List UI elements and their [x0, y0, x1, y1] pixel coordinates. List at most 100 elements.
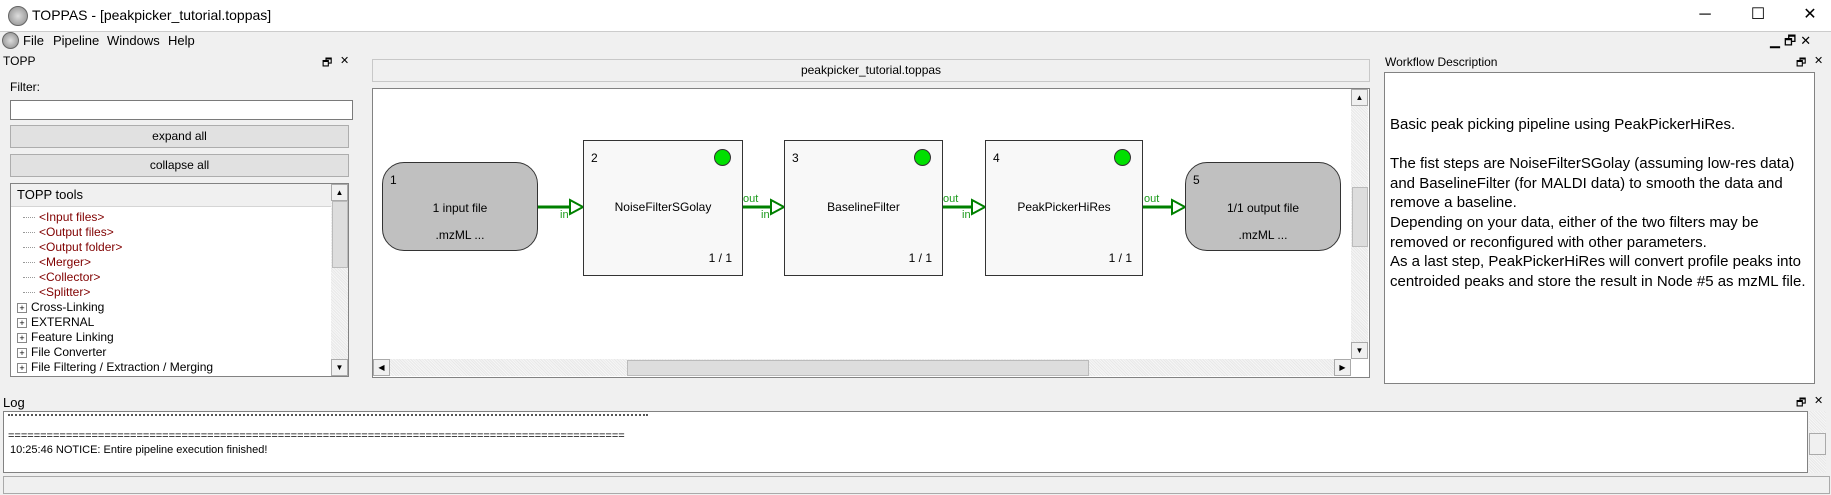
- menu-pipeline[interactable]: Pipeline: [53, 33, 100, 48]
- tree-item[interactable]: <Splitter>: [11, 285, 90, 300]
- node-id: 4: [993, 151, 1000, 165]
- tree-item[interactable]: + File Filtering / Extraction / Merging: [11, 360, 213, 375]
- tool-node-baselinefilter[interactable]: 3 BaselineFilter 1 / 1: [784, 140, 943, 276]
- mdi-controls[interactable]: ▁🗗✕: [1770, 33, 1816, 48]
- close-button[interactable]: ✕: [1803, 6, 1817, 23]
- tool-node-peakpickerhires[interactable]: 4 PeakPickerHiRes 1 / 1: [985, 140, 1143, 276]
- node-file-type: .mzML ...: [1238, 228, 1288, 242]
- log-dock-title: Log: [3, 395, 25, 410]
- status-bar: [3, 476, 1830, 494]
- tab-peakpicker-tutorial[interactable]: peakpicker_tutorial.toppas: [372, 59, 1370, 82]
- scroll-left-icon[interactable]: ◀: [373, 359, 390, 376]
- node-id: 2: [591, 151, 598, 165]
- node-name: NoiseFilterSGolay: [614, 199, 712, 214]
- tree-item-label: File Filtering / Extraction / Merging: [31, 360, 214, 374]
- topp-dock-title: TOPP: [3, 54, 36, 68]
- expand-icon[interactable]: +: [17, 302, 27, 313]
- tree-item[interactable]: <Input files>: [11, 210, 104, 225]
- expand-icon[interactable]: +: [17, 317, 27, 328]
- tree-item-label: <Collector>: [39, 270, 101, 284]
- tree-line: [23, 262, 35, 264]
- scroll-right-icon[interactable]: ▶: [1334, 359, 1351, 376]
- scroll-thumb[interactable]: [1809, 433, 1826, 455]
- pipeline-canvas[interactable]: in out in out in out 1 1 input file .mzM…: [372, 88, 1370, 378]
- input-node[interactable]: 1 1 input file .mzML ...: [382, 162, 538, 251]
- menu-help[interactable]: Help: [168, 33, 195, 48]
- collapse-all-button[interactable]: collapse all: [10, 154, 349, 177]
- canvas-hscrollbar[interactable]: ◀ ▶: [373, 359, 1351, 376]
- log-output[interactable]: ========================================…: [3, 411, 1808, 473]
- log-scrollbar[interactable]: [1809, 411, 1826, 473]
- close-dock-icon[interactable]: ✕: [1814, 55, 1824, 67]
- float-icon[interactable]: 🗗: [1796, 57, 1807, 69]
- node-file-type: .mzML ...: [435, 228, 485, 242]
- menu-file[interactable]: File: [23, 33, 44, 48]
- description-line: Basic peak picking pipeline using PeakPi…: [1390, 116, 1736, 133]
- tree-item[interactable]: + Cross-Linking: [11, 300, 104, 315]
- node-name: 1 input file: [432, 201, 488, 216]
- status-ok-icon: [714, 149, 731, 166]
- tree-item-label: <Output files>: [39, 225, 114, 239]
- tree-item-label: <Splitter>: [39, 285, 91, 299]
- minimize-button[interactable]: ─: [1699, 6, 1711, 23]
- port-in-label: in: [761, 209, 770, 221]
- status-ok-icon: [1114, 149, 1131, 166]
- scroll-thumb[interactable]: [627, 360, 1089, 376]
- tree-item[interactable]: <Merger>: [11, 255, 91, 270]
- app-icon: [8, 6, 28, 26]
- tree-line: [23, 277, 35, 279]
- scroll-down-icon[interactable]: ▼: [331, 359, 348, 376]
- tree-item-label: Feature Linking: [31, 330, 114, 344]
- node-id: 1: [390, 173, 397, 187]
- filter-input[interactable]: [10, 100, 353, 120]
- output-node[interactable]: 5 1/1 output file .mzML ...: [1185, 162, 1341, 251]
- tree-item[interactable]: <Collector>: [11, 270, 100, 285]
- filter-label: Filter:: [10, 80, 40, 94]
- scroll-thumb[interactable]: [332, 201, 348, 268]
- tree-item-label: EXTERNAL: [31, 315, 95, 329]
- edges-layer: [538, 198, 1188, 216]
- tree-item[interactable]: + File Converter: [11, 345, 106, 360]
- description-line: removed or reconfigured with other param…: [1390, 233, 1707, 251]
- tree-item-label: <Input files>: [39, 210, 105, 224]
- description-line: and BaselineFilter (for MALDI data) to s…: [1390, 174, 1783, 192]
- canvas-vscrollbar[interactable]: ▲ ▼: [1351, 89, 1368, 359]
- tree-item[interactable]: <Output folder>: [11, 240, 122, 255]
- close-dock-icon[interactable]: ✕: [1814, 395, 1824, 407]
- tree-scrollbar[interactable]: ▲ ▼: [331, 184, 348, 376]
- topp-tools-tree[interactable]: TOPP tools <Input files><Output files><O…: [10, 183, 349, 377]
- tree-item[interactable]: + Feature Linking: [11, 330, 114, 345]
- scroll-thumb[interactable]: [1352, 187, 1368, 247]
- expand-icon[interactable]: +: [17, 332, 27, 343]
- workflow-description[interactable]: Basic peak picking pipeline using PeakPi…: [1384, 72, 1815, 384]
- title-bar: TOPPAS - [peakpicker_tutorial.toppas] ─ …: [0, 0, 1831, 32]
- scroll-up-icon[interactable]: ▲: [1351, 89, 1368, 106]
- tool-node-noisefiltersgolay[interactable]: 2 NoiseFilterSGolay 1 / 1: [583, 140, 743, 276]
- tree-item-label: <Merger>: [39, 255, 92, 269]
- tree-item-label: File Converter: [31, 345, 107, 359]
- tree-line: [23, 292, 35, 294]
- scroll-down-icon[interactable]: ▼: [1351, 342, 1368, 359]
- node-progress: 1 / 1: [708, 251, 732, 265]
- workflow-dock-title: Workflow Description: [1385, 55, 1498, 69]
- tree-header[interactable]: TOPP tools: [11, 184, 335, 207]
- expand-all-button[interactable]: expand all: [10, 125, 349, 148]
- expand-icon[interactable]: +: [17, 347, 27, 358]
- tree-item[interactable]: + EXTERNAL: [11, 315, 94, 330]
- port-out-label: out: [743, 193, 759, 205]
- node-name: 1/1 output file: [1226, 201, 1300, 216]
- tree-line: [23, 232, 35, 234]
- close-dock-icon[interactable]: ✕: [340, 55, 350, 67]
- log-separator: ========================================…: [8, 430, 625, 442]
- port-out-label: out: [1144, 193, 1160, 205]
- expand-icon[interactable]: +: [17, 362, 27, 373]
- edge-arrow-icon: [569, 198, 586, 216]
- tree-item-label: Cross-Linking: [31, 300, 105, 314]
- float-icon[interactable]: 🗗: [322, 57, 333, 69]
- float-icon[interactable]: 🗗: [1796, 397, 1807, 409]
- tree-item[interactable]: <Output files>: [11, 225, 114, 240]
- scroll-up-icon[interactable]: ▲: [331, 184, 348, 201]
- menu-windows[interactable]: Windows: [107, 33, 160, 48]
- description-line: remove a baseline.: [1390, 194, 1517, 212]
- maximize-button[interactable]: ☐: [1750, 6, 1766, 23]
